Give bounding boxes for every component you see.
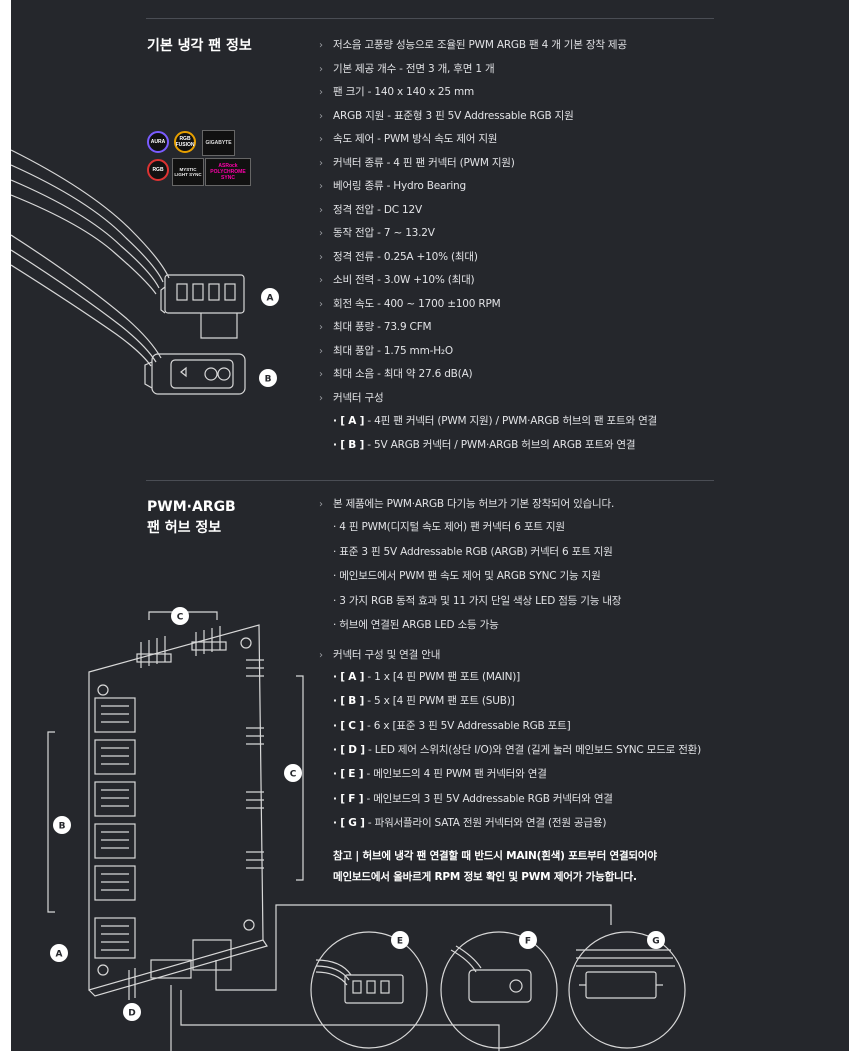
fan-spec-row: ›최대 풍압 - 1.75 mm-H₂O — [319, 341, 453, 361]
chevron-right-icon: › — [319, 251, 323, 263]
connector-circle-e — [310, 931, 428, 1049]
chevron-right-icon: › — [319, 181, 323, 192]
fan-spec-row: ›커넥터 종류 - 4 핀 팬 커넥터 (PWM 지원) — [319, 153, 515, 173]
fan-spec-row: ›ARGB 지원 - 표준형 3 핀 5V Addressable RGB 지원 — [319, 106, 574, 126]
hub-intro: ›본 제품에는 PWM·ARGB 다기능 허브가 기본 장착되어 있습니다. — [319, 494, 614, 514]
chevron-right-icon: › — [319, 499, 323, 510]
guide-row: · [ E ] - 메인보드의 4 핀 PWM 팬 커넥터와 연결 — [333, 768, 547, 781]
note-line-2: 메인보드에서 올바르게 RPM 정보 확인 및 PWM 제어가 가능합니다. — [333, 871, 637, 883]
hub-feature-row: · 허브에 연결된 ARGB LED 소등 가능 — [333, 619, 499, 631]
chevron-right-icon: › — [319, 369, 323, 380]
fan-spec-row: ›정격 전압 - DC 12V — [319, 200, 422, 220]
label-letter: B — [59, 822, 66, 832]
chevron-right-icon: › — [319, 110, 323, 122]
hub-feature-row: · 3 가지 RGB 동적 효과 및 11 가지 단일 색상 LED 점등 기능… — [333, 594, 622, 607]
connector-item-a: · [ A ] - 4핀 팬 커넥터 (PWM 지원) / PWM·ARGB 허… — [333, 415, 657, 427]
fan-spec-row: ›저소음 고풍량 성능으로 조율된 PWM ARGB 팬 4 개 기본 장착 제… — [319, 35, 627, 55]
fan-spec-row: ›최대 소음 - 최대 약 27.6 dB(A) — [319, 364, 473, 384]
guide-row: · [ F ] - 메인보드의 3 핀 5V Addressable RGB 커… — [333, 792, 613, 805]
label-letter: C — [290, 770, 297, 780]
label-e: E — [391, 931, 409, 949]
chevron-right-icon: › — [319, 650, 323, 661]
section-divider — [146, 480, 714, 481]
label-letter: E — [397, 937, 403, 947]
fan-spec-row: ›최대 풍량 - 73.9 CFM — [319, 317, 432, 337]
label-letter: C — [177, 613, 184, 623]
hub-feature-row: · 메인보드에서 PWM 팬 속도 제어 및 ARGB SYNC 기능 지원 — [333, 570, 601, 582]
guide-title: ›커넥터 구성 및 연결 안내 — [319, 645, 440, 665]
chevron-right-icon: › — [319, 298, 323, 310]
connector-circle-f — [440, 931, 558, 1049]
guide-row: · [ G ] - 파워서플라이 SATA 전원 커넥터와 연결 (전원 공급용… — [333, 816, 607, 829]
label-c-right: C — [284, 764, 302, 782]
label-f: F — [519, 931, 537, 949]
chevron-right-icon: › — [319, 275, 323, 286]
chevron-right-icon: › — [319, 228, 323, 239]
spec-panel: 기본 냉각 팬 정보 · [ A ] - 4핀 팬 커넥터 (PWM 지원) /… — [11, 0, 849, 1051]
fan-spec-row: ›정격 전류 - 0.25A +10% (최대) — [319, 247, 478, 267]
rgb-fusion-logo: RGB FUSION — [174, 131, 196, 153]
label-d: D — [123, 1003, 141, 1021]
label-letter: D — [128, 1009, 135, 1019]
label-a-top: A — [261, 288, 279, 306]
fan-spec-row: ›속도 제어 - PWM 방식 속도 제어 지원 — [319, 129, 497, 149]
chevron-right-icon: › — [319, 134, 323, 145]
chevron-right-icon: › — [319, 345, 323, 357]
connector-circle-g — [568, 931, 686, 1049]
chevron-right-icon: › — [319, 204, 323, 216]
top-divider — [146, 18, 714, 19]
chevron-right-icon: › — [319, 87, 323, 98]
rgb-logo: RGB — [147, 159, 169, 181]
section2-title-line1: PWM·ARGB — [147, 499, 236, 515]
connector-item-b: · [ B ] - 5V ARGB 커넥터 / PWM·ARGB 허브의 ARG… — [333, 439, 636, 451]
chevron-right-icon: › — [319, 63, 323, 75]
label-letter: B — [265, 375, 272, 385]
fan-spec-row: ›회전 속도 - 400 ~ 1700 ±100 RPM — [319, 294, 501, 314]
hub-board-illustration — [47, 611, 612, 1051]
guide-row: · [ C ] - 6 x [표준 3 핀 5V Addressable RGB… — [333, 719, 571, 732]
guide-row: · [ D ] - LED 제어 스위치(상단 I/O)와 연결 (길게 눌러 … — [333, 743, 702, 756]
hub-feature-row: · 표준 3 핀 5V Addressable RGB (ARGB) 커넥터 6… — [333, 545, 613, 558]
chevron-right-icon: › — [319, 40, 323, 51]
hub-feature-row: · 4 핀 PWM(디지털 속도 제어) 팬 커넥터 6 포트 지원 — [333, 521, 565, 533]
label-a-left: A — [50, 944, 68, 962]
chevron-right-icon: › — [319, 392, 323, 404]
msi-mystic-light-logo: MYSTIC LIGHT SYNC — [172, 158, 204, 186]
illustration-layer: A B C C B A D E F G — [11, 149, 686, 1051]
fan-spec-row: ›베어링 종류 - Hydro Bearing — [319, 176, 466, 196]
guide-row: · [ A ] - 1 x [4 핀 PWM 팬 포트 (MAIN)] — [333, 671, 521, 683]
label-b-top: B — [259, 369, 277, 387]
label-letter: A — [267, 294, 274, 304]
label-letter: G — [652, 937, 659, 947]
aura-sync-logo: AURA — [147, 131, 169, 153]
chevron-right-icon: › — [319, 157, 323, 169]
section1-title: 기본 냉각 팬 정보 — [147, 38, 252, 54]
fan-cable-illustration — [11, 149, 246, 395]
asrock-polychrome-logo: ASRock POLYCHROME SYNC — [205, 158, 251, 186]
fan-spec-row: ›소비 전력 - 3.0W +10% (최대) — [319, 270, 475, 290]
fan-spec-row: ›커넥터 구성 — [319, 388, 384, 408]
fan-spec-row: ›기본 제공 개수 - 전면 3 개, 후면 1 개 — [319, 59, 495, 79]
guide-row: · [ B ] - 5 x [4 핀 PWM 팬 포트 (SUB)] — [333, 695, 515, 708]
label-b-left: B — [53, 816, 71, 834]
label-g: G — [647, 931, 665, 949]
chevron-right-icon: › — [319, 322, 323, 333]
fan-spec-row: ›동작 전압 - 7 ~ 13.2V — [319, 223, 435, 243]
note-line-1: 참고 | 허브에 냉각 팬 연결할 때 반드시 MAIN(흰색) 포트부터 연결… — [333, 850, 657, 862]
label-letter: A — [56, 950, 63, 960]
label-letter: F — [525, 937, 531, 947]
gigabyte-logo: GIGABYTE — [202, 130, 235, 156]
fan-spec-row: ›팬 크기 - 140 x 140 x 25 mm — [319, 82, 474, 102]
label-c-top: C — [171, 607, 189, 625]
section2-title-line2: 팬 허브 정보 — [147, 520, 222, 536]
